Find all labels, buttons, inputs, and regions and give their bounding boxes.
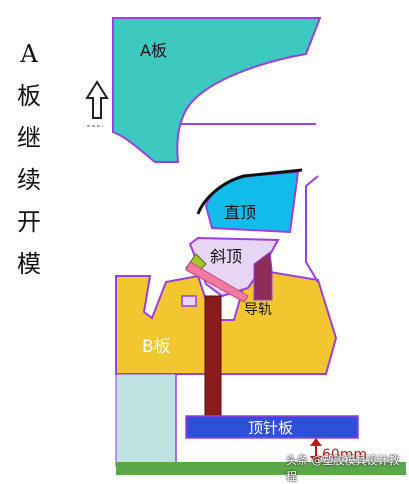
- straight-top: 直顶: [196, 168, 303, 234]
- lifter: 斜顶: [181, 236, 280, 307]
- guide-rail: 导轨: [244, 251, 273, 318]
- b-plate: B板: [115, 270, 338, 375]
- lifter-label: 斜顶: [210, 247, 242, 266]
- support-block: [115, 373, 177, 467]
- a-plate: A板: [112, 17, 322, 163]
- ejector-plate: 顶针板: [185, 415, 359, 439]
- watermark: 头条 @塑胶模具设计教程: [286, 454, 400, 483]
- title-char: A: [20, 40, 38, 68]
- title-char: 板: [17, 82, 41, 110]
- ejector-pin: [204, 295, 222, 421]
- title-char: 继: [17, 124, 41, 152]
- b-plate-label: B板: [142, 337, 171, 357]
- ejector-plate-label: 顶针板: [248, 419, 293, 437]
- vertical-title: A 板 继 续 开 模: [14, 40, 44, 278]
- lifter-rod: [185, 261, 249, 303]
- guide-rail-label: 导轨: [244, 302, 272, 318]
- title-char: 续: [17, 166, 41, 194]
- distance-arrow: 60mm: [310, 438, 367, 464]
- title-char: 开: [17, 208, 41, 236]
- distance-label: 60mm: [322, 447, 367, 463]
- straight-top-label: 直顶: [224, 203, 256, 222]
- up-arrow-icon: [85, 80, 109, 127]
- small-block: [181, 295, 197, 307]
- cavity-outline: [305, 175, 319, 283]
- a-plate-label: A板: [140, 41, 167, 60]
- title-char: 模: [17, 250, 41, 278]
- bottom-plate: [116, 462, 406, 475]
